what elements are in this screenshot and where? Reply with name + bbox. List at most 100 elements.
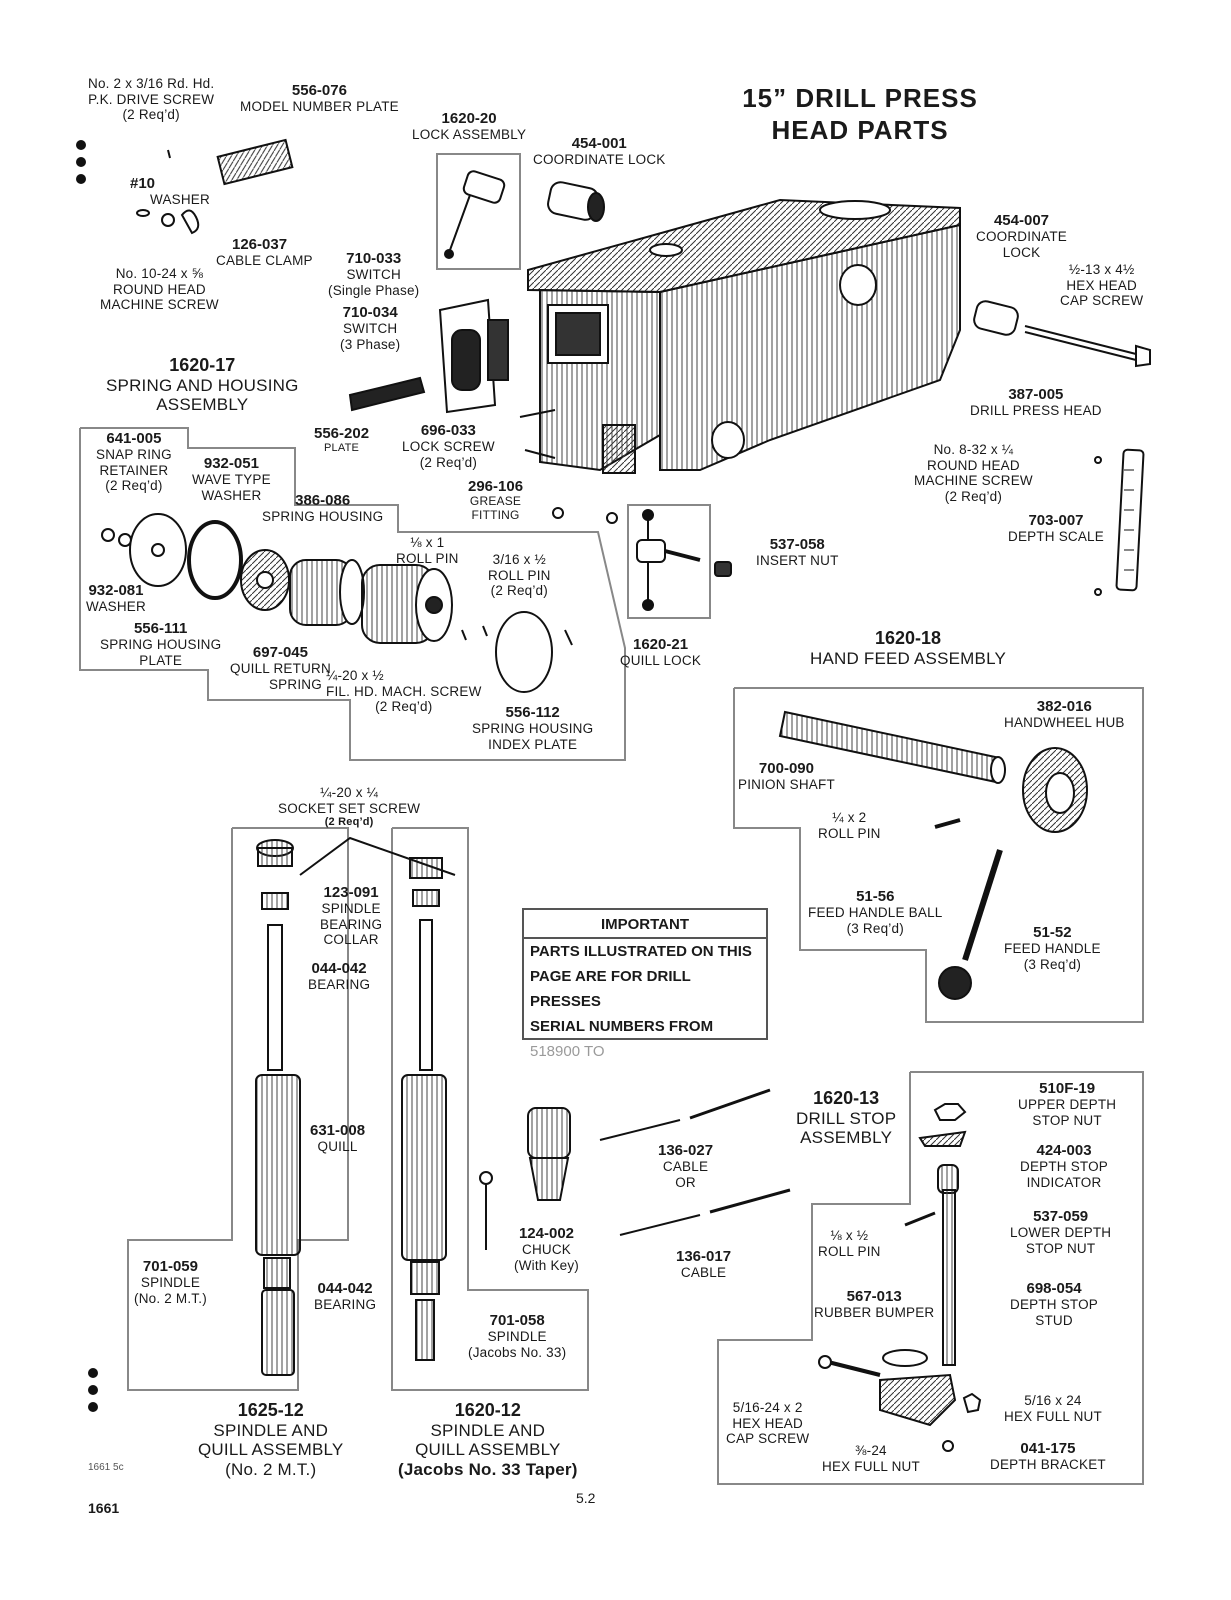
part-number: 537-059 (1033, 1208, 1089, 1225)
part-number: 698-054 (1026, 1280, 1082, 1297)
part-desc: MODEL NUMBER PLATE (240, 99, 399, 115)
label-1625-12: 1625-12 SPINDLE AND QUILL ASSEMBLY (No. … (198, 1400, 343, 1479)
part-number: 044-042 (311, 960, 367, 977)
label-line: No. 10-24 x ⅝ (115, 266, 204, 281)
label-line: ROLL PIN (396, 550, 459, 566)
label-044-042-top: 044-042 BEARING (308, 960, 370, 993)
spindle-1620-box (391, 827, 589, 1391)
label-line: ⅛ x ½ (830, 1228, 869, 1243)
part-desc: RETAINER (99, 462, 169, 478)
part-number: 51-56 (856, 888, 895, 905)
label-line: 5/16-24 x 2 (732, 1400, 803, 1415)
part-number: 631-008 (310, 1122, 366, 1139)
label-387-005: 387-005 DRILL PRESS HEAD (970, 386, 1102, 419)
label-pk-drive-screw: No. 2 x 3/16 Rd. Hd. P.K. DRIVE SCREW (2… (88, 76, 214, 123)
lock-assembly-box (436, 153, 521, 270)
part-number: 510F-19 (1039, 1080, 1096, 1097)
part-desc: QUILL ASSEMBLY (415, 1440, 561, 1460)
label-386-086: 386-086 SPRING HOUSING (262, 492, 383, 525)
part-desc: SPRING HOUSING (262, 509, 384, 525)
part-desc: CABLE CLAMP (216, 253, 313, 269)
label-537-058: 537-058 INSERT NUT (756, 536, 839, 569)
label-line: (2 Req’d) (375, 699, 433, 715)
part-number: 387-005 (1008, 386, 1064, 403)
label-556-112: 556-112 SPRING HOUSING INDEX PLATE (472, 704, 593, 752)
label-line: FIL. HD. MACH. SCREW (326, 683, 482, 699)
label-roll-pin-1-8x1: ⅛ x 1 ROLL PIN (396, 535, 459, 566)
label-1620-13: 1620-13 DRILL STOP ASSEMBLY (796, 1088, 896, 1148)
binder-hole-dot (76, 174, 86, 184)
label-710-033: 710-033 SWITCH (Single Phase) (328, 250, 419, 298)
label-1620-18: 1620-18 HAND FEED ASSEMBLY (810, 628, 1006, 668)
footer-code: 1661 5c (88, 1462, 124, 1473)
label-roll-pin-1-4x2: ¼ x 2 ROLL PIN (818, 810, 881, 841)
part-desc: INDEX PLATE (488, 736, 578, 752)
part-number: 126-037 (232, 236, 288, 253)
label-line: ROLL PIN (488, 567, 551, 583)
label-126-037: 126-037 CABLE CLAMP (216, 236, 313, 269)
part-desc: STOP NUT (1025, 1240, 1096, 1256)
label-fil-hd-screw: ¼-20 x ½ FIL. HD. MACH. SCREW (2 Req’d) (326, 668, 482, 715)
label-1620-20: 1620-20 LOCK ASSEMBLY (412, 110, 526, 143)
label-line: ¼-20 x ½ (326, 668, 384, 683)
label-washer-10: #10 WASHER (130, 175, 210, 208)
part-desc: COORDINATE (976, 229, 1068, 245)
part-desc: SNAP RING (96, 447, 172, 463)
part-desc: DRILL PRESS HEAD (970, 403, 1102, 419)
part-number: 556-111 (133, 620, 188, 637)
part-desc: FITTING (471, 508, 520, 523)
part-desc: (2 Req’d) (419, 454, 478, 470)
part-desc: (3 Req’d) (846, 920, 904, 936)
part-desc: (Single Phase) (328, 282, 420, 298)
part-desc: DEPTH STOP (1010, 1297, 1099, 1313)
part-desc: (With Key) (514, 1257, 580, 1273)
label-line: (2 Req’d) (490, 583, 548, 599)
drill-press-head-drawing (527, 198, 961, 474)
part-desc: QUILL RETURN (230, 661, 331, 677)
label-round-head-screw-8-32: No. 8-32 x ¼ ROUND HEAD MACHINE SCREW (2… (914, 442, 1033, 504)
part-number: 51-52 (1033, 924, 1072, 941)
label-line: HEX FULL NUT (822, 1458, 920, 1474)
part-desc: BEARING (320, 916, 383, 932)
part-desc: LOCK SCREW (402, 439, 495, 455)
drill-stop-parts (818, 1103, 982, 1452)
part-desc: WAVE TYPE (192, 472, 271, 488)
part-desc: SPRING (268, 676, 322, 692)
part-desc: SPRING HOUSING (472, 721, 594, 737)
part-desc: BEARING (308, 977, 371, 993)
part-desc: RUBBER BUMPER (814, 1305, 935, 1321)
spindle-1625-box (127, 827, 349, 1391)
part-desc: UPPER DEPTH (1018, 1097, 1117, 1113)
part-desc: QUILL LOCK (620, 653, 702, 669)
label-line: ¼-20 x ¼ (320, 785, 379, 800)
part-number: 701-059 (142, 1258, 198, 1275)
part-desc: QUILL ASSEMBLY (198, 1440, 344, 1460)
label-hex-full-nut-3-8: ⅜-24 HEX FULL NUT (822, 1443, 920, 1474)
binder-hole-dot (76, 140, 86, 150)
part-number: 1620-13 (813, 1088, 880, 1108)
label-line: CAP SCREW (726, 1431, 810, 1447)
part-number: 1620-21 (632, 636, 689, 653)
label-701-058: 701-058 SPINDLE (Jacobs No. 33) (468, 1312, 566, 1360)
label-696-033: 696-033 LOCK SCREW (2 Req’d) (402, 422, 495, 470)
label-line: CAP SCREW (1060, 293, 1144, 309)
part-desc: ASSEMBLY (156, 395, 249, 415)
part-desc: PINION SHAFT (738, 777, 835, 793)
part-desc: INSERT NUT (756, 553, 839, 569)
part-number: #10 (130, 175, 156, 192)
hand-feed-parts (778, 710, 1088, 1000)
part-desc: LOWER DEPTH (1010, 1225, 1112, 1241)
part-number: 1620-17 (169, 355, 236, 375)
part-desc: WASHER (150, 192, 210, 208)
page-title: 15” DRILL PRESS HEAD PARTS (700, 82, 1020, 146)
label-line: ¼ x 2 (832, 810, 867, 825)
label-123-091: 123-091 SPINDLE BEARING COLLAR (320, 884, 382, 948)
label-line: ROLL PIN (818, 825, 881, 841)
part-desc: LOCK (1002, 244, 1041, 260)
part-number: 136-027 (658, 1142, 714, 1159)
part-desc: SPINDLE (321, 901, 381, 917)
important-serial: 518900 TO (530, 1043, 605, 1060)
part-desc: (Jacobs No. 33) (468, 1344, 567, 1360)
label-line: HEX HEAD (732, 1415, 803, 1431)
